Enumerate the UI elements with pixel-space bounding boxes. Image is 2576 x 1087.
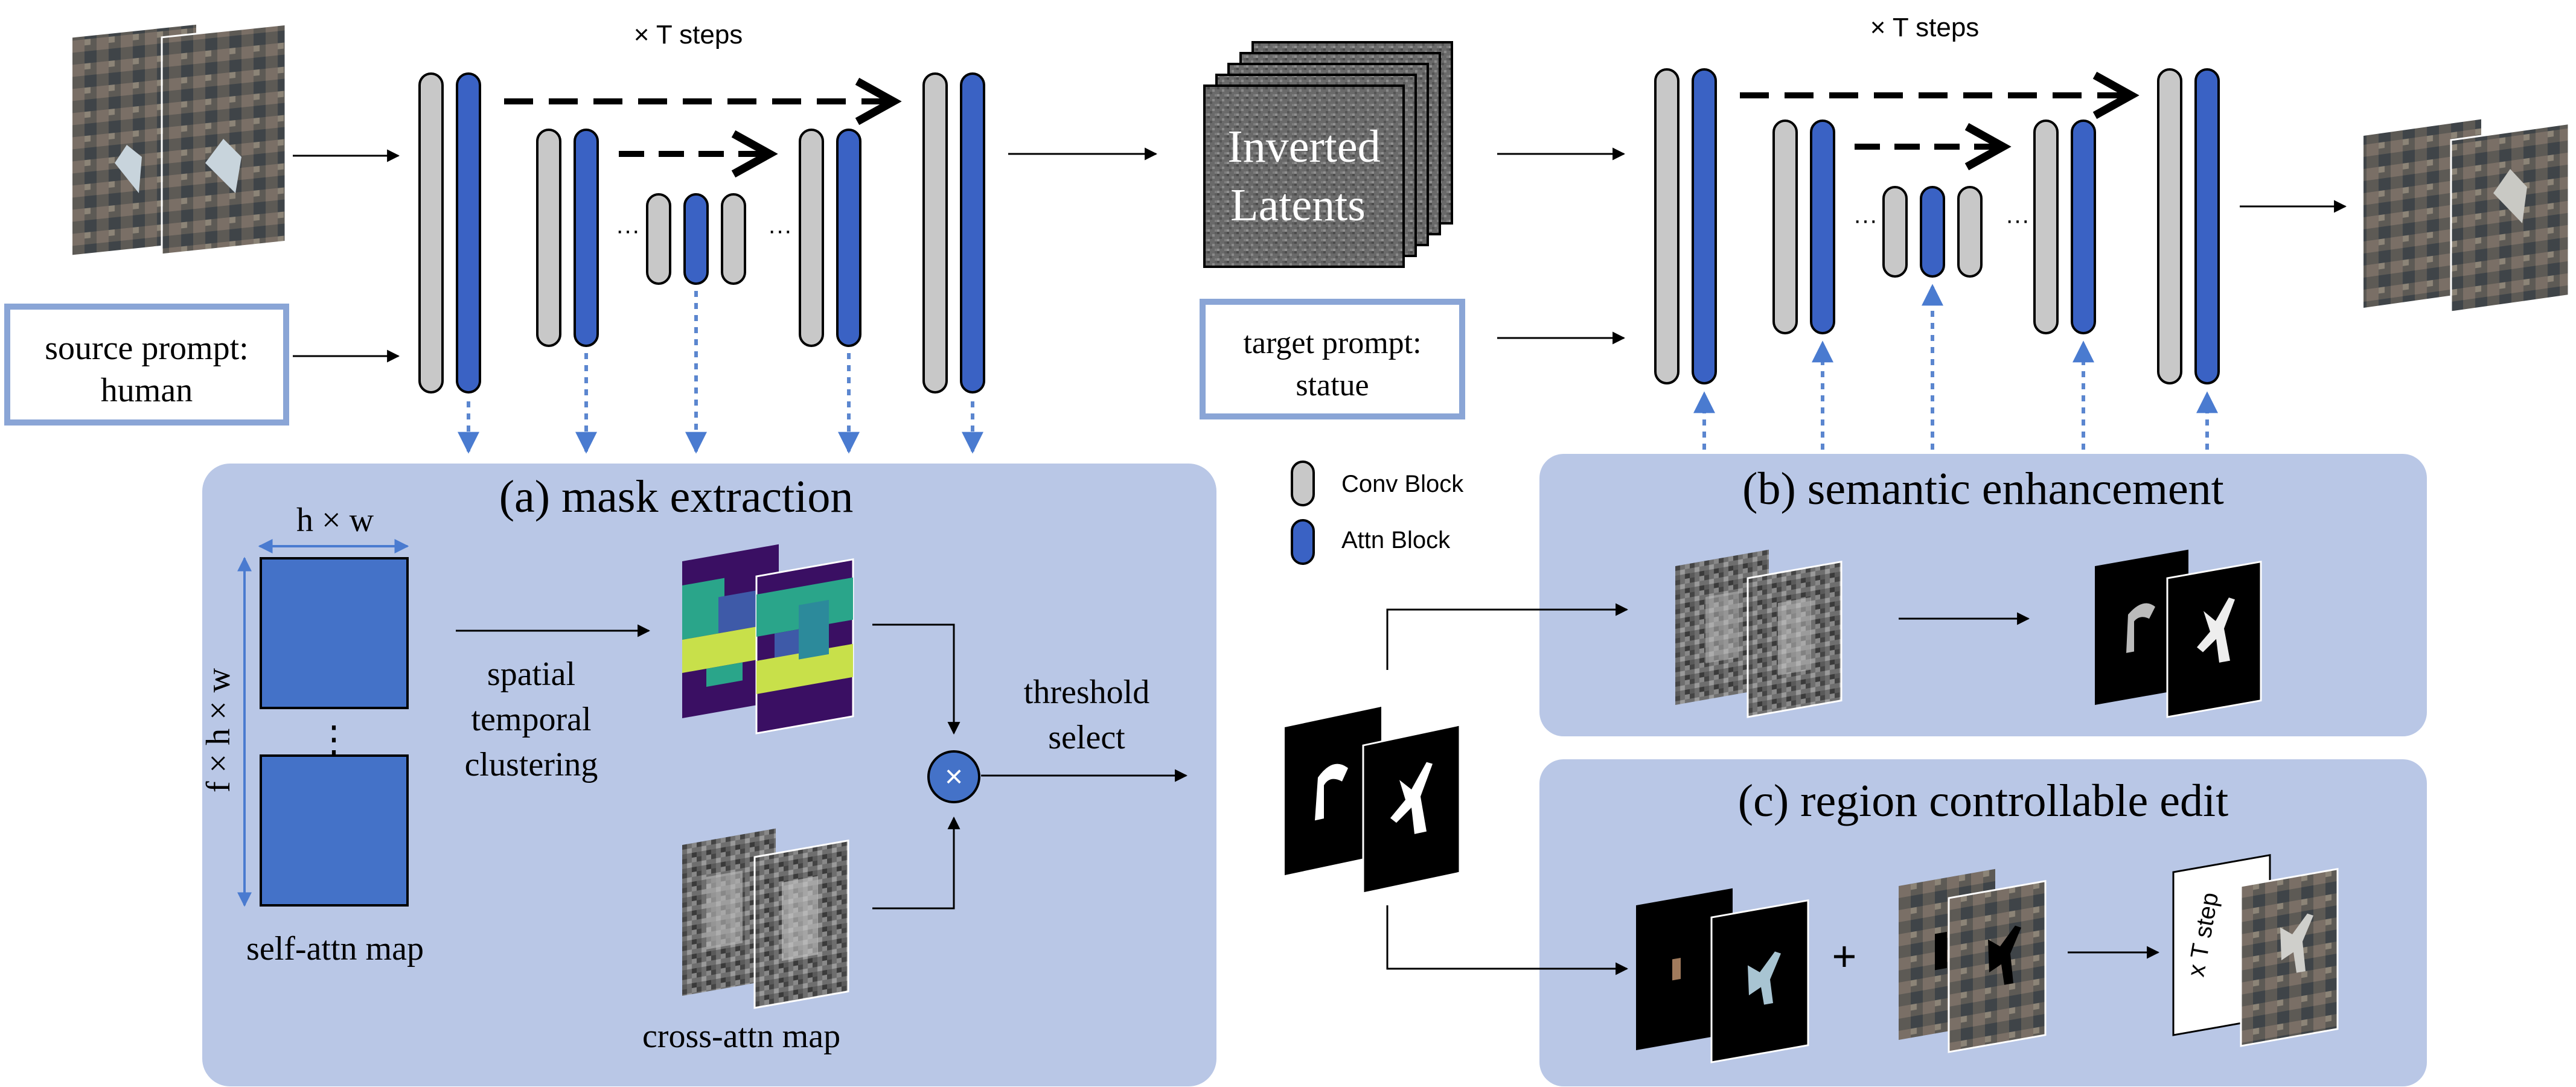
conv-block [2033, 120, 2059, 334]
conv-block [1882, 186, 1908, 278]
attn-block [574, 129, 599, 347]
threshold-line1: threshold [1024, 674, 1149, 711]
self-attn-block-bottom [260, 754, 409, 907]
arrow-cluster-to-multiply [872, 623, 960, 735]
edit-result-frame [2240, 868, 2339, 1047]
legend-attn-label: Attn Block [1341, 527, 1451, 553]
inverted-latents-line1: Inverted [1227, 121, 1380, 172]
inverted-latents-stack: Inverted Latents [1203, 41, 1453, 268]
unet-left: × T steps ··· ··· [418, 20, 985, 454]
source-prompt-box [4, 304, 289, 426]
panel-b-title: (b) semantic enhancement [1742, 464, 2224, 514]
arrow-cross-to-multiply [872, 816, 960, 910]
self-attn-label: self-attn map [246, 930, 424, 967]
conv-block [2157, 68, 2182, 384]
ellipsis: ··· [616, 217, 640, 244]
panel-a-title: (a) mask extraction [499, 471, 854, 522]
semantic-maps-after [2095, 549, 2262, 718]
conv-block [1957, 186, 1983, 278]
clustering-line1: spatial [487, 655, 575, 693]
legend-conv-label: Conv Block [1341, 471, 1464, 497]
attn-block [456, 72, 481, 394]
inverted-latents-line2: Latents [1230, 180, 1366, 231]
clustering-line2: temporal [471, 701, 591, 738]
source-prompt-line1: source prompt: [45, 330, 248, 367]
multiply-node [927, 750, 980, 803]
conv-block [922, 72, 948, 394]
binary-mask-frames [1285, 706, 1461, 894]
ellipsis: ··· [2006, 207, 2030, 234]
arrow-mask-to-c [1386, 905, 1629, 975]
attn-block [1810, 120, 1835, 334]
steps-label-left: × T steps [634, 20, 743, 49]
target-prompt-box [1200, 299, 1465, 419]
dim-side-label: f × h × w [200, 668, 237, 792]
attn-block [2194, 68, 2220, 384]
threshold-line2: select [1048, 719, 1125, 756]
attn-block [1692, 68, 1717, 384]
masked-subject-frames [1636, 888, 1809, 1063]
arrow-mask-to-b [1386, 603, 1629, 670]
source-prompt-line2: human [101, 372, 193, 409]
panel-mask-extraction [202, 464, 1216, 1086]
legend-attn-swatch [1291, 519, 1315, 565]
legend-conv-swatch [1291, 461, 1315, 506]
attn-block [683, 193, 709, 285]
unet-right: × T steps ··· ··· [1654, 13, 2220, 450]
vdots: ⋮ [316, 719, 352, 759]
legend: Conv Block Attn Block [1291, 461, 1464, 565]
target-prompt-line2: statue [1296, 368, 1369, 403]
multiply-symbol: × [945, 759, 963, 794]
masked-background-frames [1899, 869, 2047, 1053]
conv-block [799, 129, 824, 347]
conv-block [1772, 120, 1798, 334]
conv-block [646, 193, 671, 285]
attn-block [1920, 186, 1945, 278]
attn-block [836, 129, 861, 347]
source-video-frames [72, 23, 287, 256]
panel-c-title: (c) region controllable edit [1738, 776, 2228, 826]
attn-block [2071, 120, 2096, 334]
steps-label-right: × T steps [1870, 13, 1980, 42]
attn-block [960, 72, 985, 394]
semantic-maps-before [1675, 549, 1843, 718]
target-prompt-line1: target prompt: [1243, 326, 1421, 360]
ellipsis: ··· [1853, 207, 1878, 234]
ellipsis: ··· [768, 217, 792, 244]
clustering-line3: clustering [465, 746, 598, 783]
conv-block [536, 129, 561, 347]
cross-attn-label: cross-attn map [642, 1018, 840, 1055]
self-attn-block-top [260, 557, 409, 709]
plus-symbol: + [1832, 932, 1857, 980]
cross-attn-maps [682, 828, 849, 1009]
dim-top-label: h × w [296, 502, 374, 539]
conv-block [418, 72, 444, 394]
conv-block [721, 193, 746, 285]
cluster-maps [682, 544, 854, 735]
conv-block [1654, 68, 1680, 384]
output-video-frames [2363, 119, 2570, 313]
